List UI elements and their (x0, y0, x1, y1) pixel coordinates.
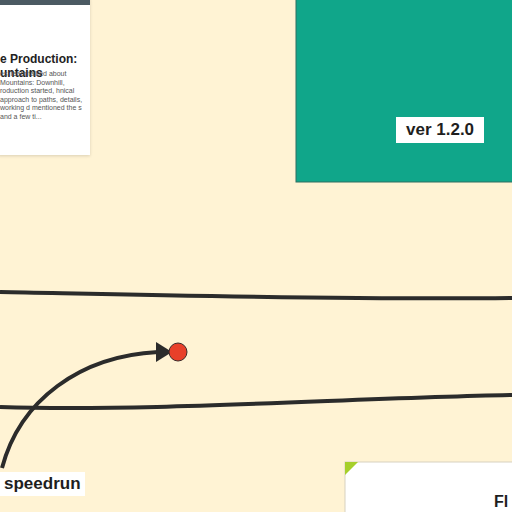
long-curve (0, 395, 512, 408)
card-title: ver 1.2.0 (396, 117, 484, 143)
card-title: speedrun (0, 472, 85, 496)
card-body: es Team talked about Mountains: Downhill… (0, 70, 84, 122)
long-curve (0, 292, 512, 298)
card-bg (345, 462, 512, 512)
board-card: speedrun (0, 472, 85, 496)
board-card: e Production: untainses Team talked abou… (0, 0, 90, 155)
card-corner (345, 462, 358, 475)
teal-frame (296, 0, 512, 182)
red-dot (169, 343, 187, 361)
card-image (0, 0, 90, 5)
board-card: Fl (494, 493, 508, 511)
arrow-curve (2, 352, 158, 468)
board-card: ver 1.2.0 (396, 117, 484, 143)
card-title: Fl (494, 493, 508, 511)
